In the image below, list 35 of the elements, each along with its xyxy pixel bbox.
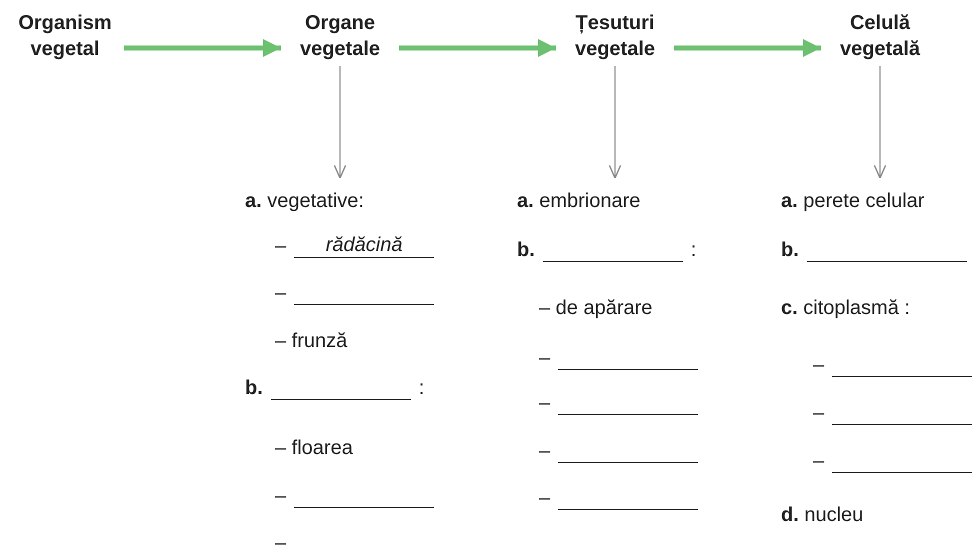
list-item-text: c. citoplasmă : [781,296,910,320]
list-item-text: : [690,238,696,262]
filled-answer-line: rădăcină [294,233,434,258]
list-item-text: – [275,234,286,258]
list-item-text: a. vegetative: [245,189,364,213]
heading-label: Organe vegetale [285,10,395,62]
list-item-text: b. [781,238,799,262]
arrow [874,66,886,179]
list-item-text: – [275,531,286,549]
list-item-text: b. [245,376,263,400]
list-item-text: – [539,346,550,370]
list-item-text: – [813,353,824,377]
list-item-text: – floarea [275,436,353,460]
list-item-text: – [813,449,824,473]
list-item-text: d. nucleu [781,503,864,527]
list-item-text: : [418,376,424,400]
arrow [399,39,556,57]
list-item-text: – [539,486,550,510]
list-item-text: – [813,401,824,425]
list-item-text: – [539,439,550,463]
arrow [334,66,346,179]
list-item-text: – [539,391,550,415]
list-item-text: b. [517,238,535,262]
arrow [124,39,281,57]
heading-label: Celulă vegetală [825,10,935,62]
arrow [674,39,821,57]
list-item-text: – frunză [275,329,348,353]
list-item-text: – [275,484,286,508]
list-item-text: a. perete celular [781,189,924,213]
heading-label: Organism vegetal [10,10,120,62]
arrow [608,66,622,179]
list-item-text: – de apărare [539,296,652,320]
heading-label: Țesuturi vegetale [560,10,670,62]
list-item-text: a. embrionare [517,189,640,213]
list-item-text: – [275,281,286,305]
